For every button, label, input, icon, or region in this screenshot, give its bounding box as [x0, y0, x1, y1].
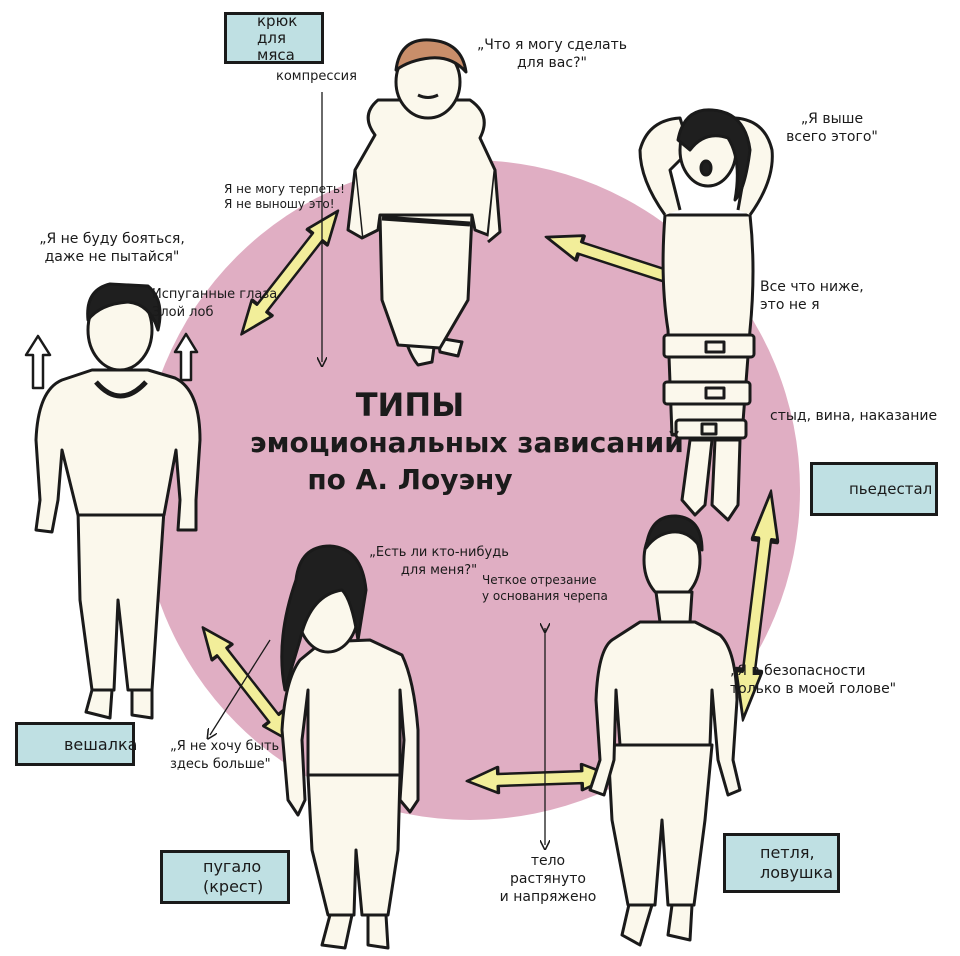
label-pedestal-text: пьедестал [849, 481, 932, 498]
label-noose: петля, ловушка [723, 833, 840, 893]
text-cant-bear: Я не могу терпеть! Я не выношу это! [224, 182, 345, 212]
label-pedestal: пьедестал [810, 462, 938, 516]
text-anyone-for-me: „Есть ли кто-нибудь для меня?" [358, 544, 520, 580]
text-shame: стыд, вина, наказание [770, 407, 937, 425]
label-hanger: вешалка [15, 722, 135, 766]
title-line-2: эмоциональных зависаний [250, 425, 570, 461]
text-body-stretched: тело растянуто и напряжено [498, 852, 598, 906]
text-all-below: Все что ниже, это не я [760, 278, 864, 314]
text-eyes: Испуганные глаза Злой лоб [152, 286, 277, 322]
label-hook-text: крюк для мяса [257, 13, 315, 64]
up-arrow-icon [26, 336, 50, 388]
text-safe-in-head: „Я в безопасности только в моей голове" [730, 662, 896, 698]
label-scarecrow: пугало (крест) [160, 850, 290, 904]
label-hanger-text: вешалка [64, 736, 137, 753]
label-noose-text: петля, ловушка [760, 843, 833, 883]
title-line-3: по А. Лоуэну [250, 461, 570, 499]
text-dont-want: „Я не хочу быть здесь больше" [170, 738, 279, 774]
text-what-can-i-do: „Что я могу сделать для вас?" [472, 36, 632, 72]
text-compression: компрессия [276, 68, 357, 86]
text-above-it-all: „Я выше всего этого" [772, 110, 892, 146]
label-hook: крюк для мяса [224, 12, 324, 64]
text-wont-be-afraid: „Я не буду бояться, даже не пытайся" [30, 230, 194, 266]
diagram-title: ТИПЫ эмоциональных зависаний по А. Лоуэн… [250, 385, 570, 499]
title-line-1: ТИПЫ [250, 385, 570, 425]
label-scarecrow-text: пугало (крест) [203, 857, 263, 897]
